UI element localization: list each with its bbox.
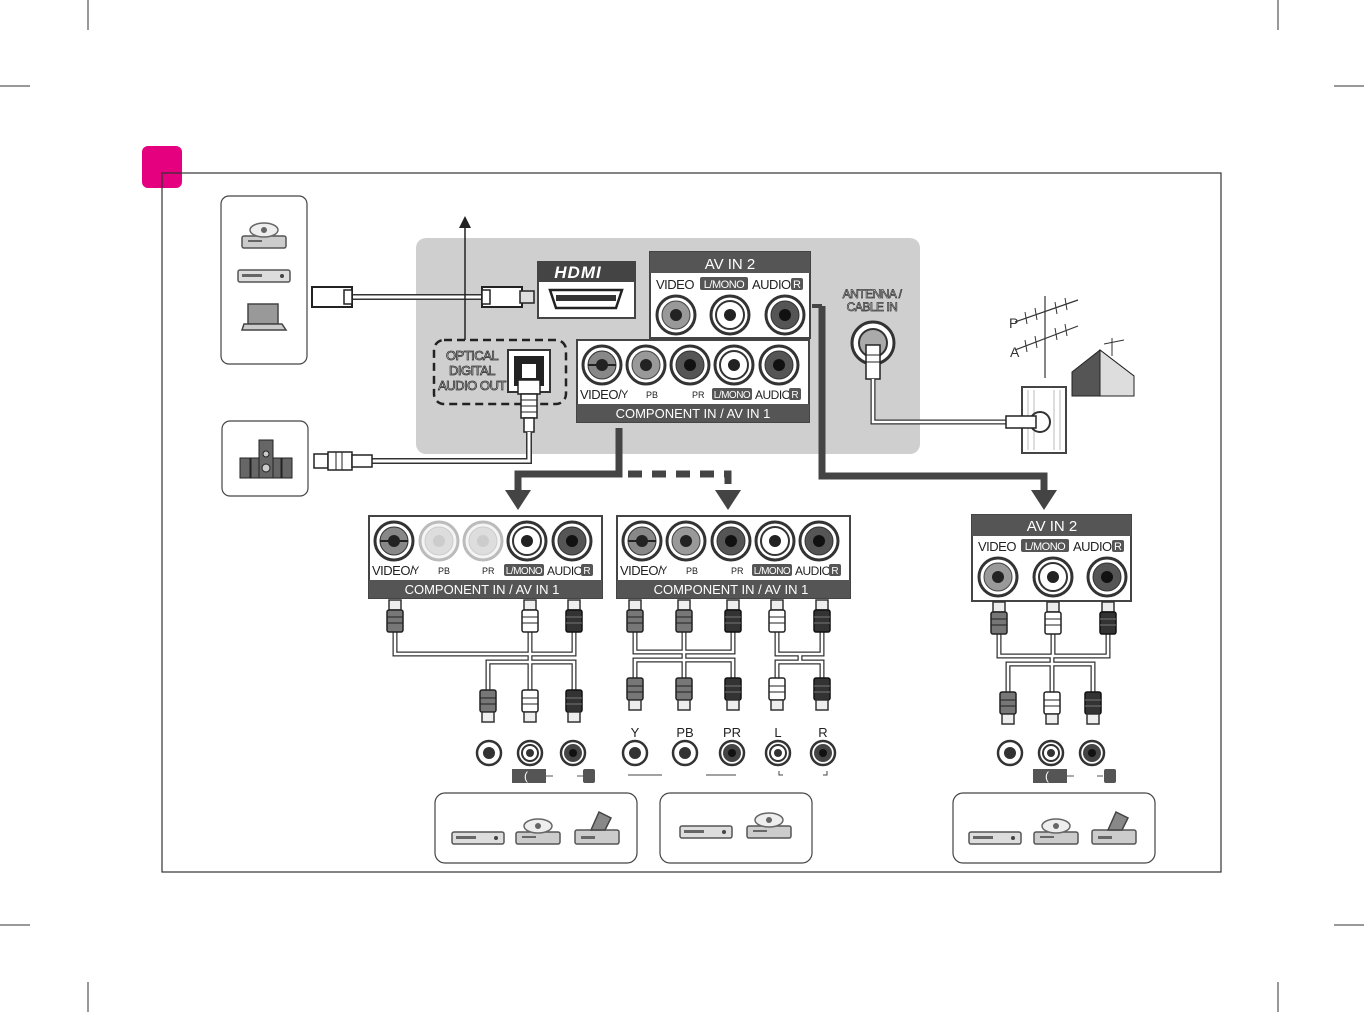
tv-comp-pb: PB — [646, 390, 658, 400]
antenna-label-p: P — [1009, 315, 1018, 331]
antenna-label-2: CABLE IN — [847, 300, 898, 314]
antenna-icon: P A — [1009, 296, 1078, 378]
right-panel-title: AV IN 2 — [1027, 518, 1078, 535]
mid-panel-lmono: L/MONO — [754, 566, 791, 577]
right-av-in2-panel: AV IN 2 VIDEO L/MONO AUDIO R — [972, 515, 1131, 601]
left-source-devices — [435, 793, 637, 863]
tv-component-in-port: VIDEO/ Y PB PR L/MONO AUDIO R COMPONENT … — [577, 340, 809, 422]
right-panel-audio: AUDIO — [1073, 539, 1112, 554]
hdmi-port: HDMI — [538, 262, 635, 318]
left-jacks-bracket: ( — [524, 769, 528, 783]
tv-comp-pr: PR — [692, 390, 705, 400]
tv-comp-video: VIDEO/ — [580, 387, 622, 402]
left-av-cable — [387, 600, 582, 722]
mid-panel-title: COMPONENT IN / AV IN 1 — [654, 582, 809, 597]
middle-device-jacks: Y PB PR L R — [623, 725, 835, 775]
mid-jack-l: L — [774, 725, 781, 740]
left-panel-lmono: L/MONO — [506, 566, 543, 577]
tv-comp-y: Y — [621, 389, 629, 401]
mid-panel-audio: AUDIO — [795, 564, 831, 578]
tv-comp-audio: AUDIO — [755, 388, 791, 402]
arrow-heads — [505, 490, 1057, 510]
tv-comp-lmono: L/MONO — [714, 390, 751, 401]
wall-outlet — [1006, 387, 1066, 453]
mid-panel-pr: PR — [731, 566, 744, 576]
mid-panel-y: Y — [660, 565, 668, 577]
antenna-label-1: ANTENNA / — [843, 287, 903, 301]
middle-source-devices — [660, 793, 812, 863]
optical-label-3: AUDIO OUT — [438, 378, 506, 393]
house-icon — [1072, 338, 1134, 396]
left-component-panel: VIDEO/ Y PB PR L/MONO AUDIO R COMPONENT … — [369, 516, 602, 598]
middle-component-cable — [627, 600, 830, 710]
left-panel-y: Y — [412, 565, 420, 577]
mid-jack-pr: PR — [723, 725, 741, 740]
mid-jack-pb: PB — [676, 725, 693, 740]
right-panel-r: R — [1114, 541, 1122, 553]
antenna-label-a: A — [1010, 344, 1020, 360]
mid-panel-pb: PB — [686, 566, 698, 576]
right-source-devices — [953, 793, 1155, 863]
optical-label-1: OPTICAL — [446, 348, 498, 363]
tv-av-in2-video: VIDEO — [656, 277, 694, 292]
left-device-jacks: ( — [477, 741, 595, 783]
mid-panel-r: R — [831, 566, 838, 577]
optical-label-2: DIGITAL — [449, 363, 495, 378]
tv-av-in2-lmono: L/MONO — [704, 279, 745, 291]
left-panel-title: COMPONENT IN / AV IN 1 — [405, 582, 560, 597]
speaker-system — [222, 421, 308, 496]
tv-av-in2-r: R — [793, 279, 801, 291]
tv-av-in2-audio: AUDIO — [752, 277, 791, 292]
hdmi-logo: HDMI — [554, 263, 602, 282]
mid-jack-y: Y — [631, 725, 640, 740]
tv-comp-r: R — [791, 390, 798, 401]
mid-panel-video: VIDEO/ — [620, 563, 662, 578]
right-av-cable — [991, 602, 1116, 724]
left-panel-pb: PB — [438, 566, 450, 576]
left-panel-pr: PR — [482, 566, 495, 576]
mid-jack-r: R — [818, 725, 827, 740]
tv-av-in2-port: AV IN 2 VIDEO L/MONO AUDIO R — [650, 252, 810, 338]
right-panel-lmono: L/MONO — [1025, 541, 1066, 553]
hdmi-source-devices — [221, 196, 307, 364]
right-device-jacks: ( — [998, 741, 1116, 783]
left-panel-audio: AUDIO — [547, 564, 583, 578]
left-panel-video: VIDEO/ — [372, 563, 414, 578]
right-panel-video: VIDEO — [978, 539, 1016, 554]
tv-comp-title: COMPONENT IN / AV IN 1 — [616, 406, 771, 421]
right-jacks-bracket: ( — [1045, 769, 1049, 783]
left-panel-r: R — [583, 566, 590, 577]
tv-av-in2-title: AV IN 2 — [705, 256, 756, 273]
middle-component-panel: VIDEO/ Y PB PR L/MONO AUDIO R COMPONENT … — [617, 516, 850, 598]
